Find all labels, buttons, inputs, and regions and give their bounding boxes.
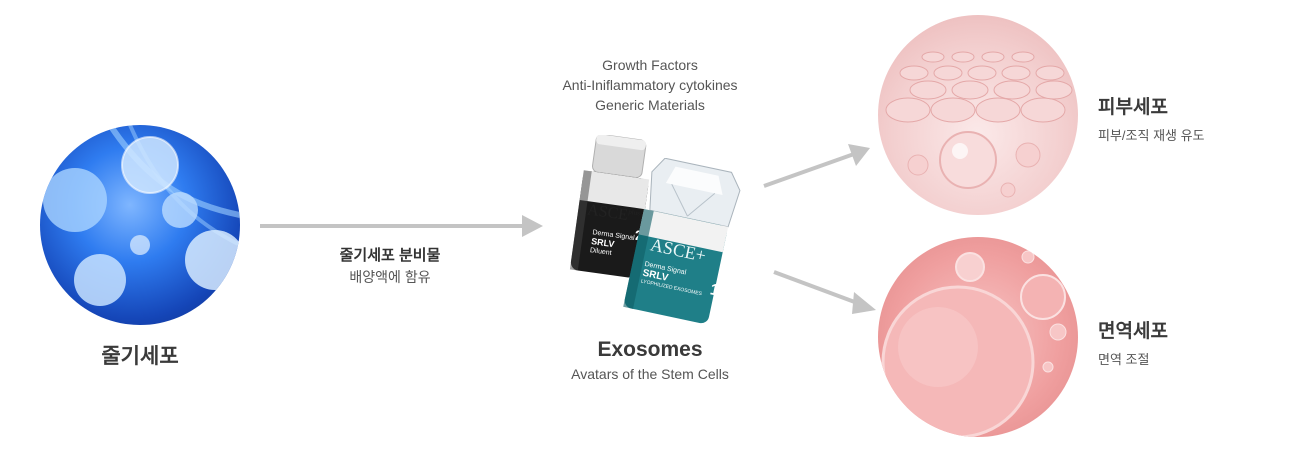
exosomes-caption: Exosomes Avatars of the Stem Cells bbox=[540, 338, 760, 382]
factor-growth: Growth Factors bbox=[602, 57, 698, 73]
factors-list: Growth Factors Anti-Iniflammatory cytoki… bbox=[520, 55, 780, 115]
exosomes-subtitle: Avatars of the Stem Cells bbox=[571, 366, 729, 382]
stem-cell-label: 줄기세포 bbox=[101, 345, 179, 368]
skin-title: 피부세포 bbox=[1098, 97, 1168, 118]
immune-subtitle: 면역 조절 bbox=[1098, 352, 1150, 367]
skin-caption: 피부세포 피부/조직 재생 유도 bbox=[1098, 92, 1205, 144]
immune-title: 면역세포 bbox=[1098, 321, 1168, 342]
middle-arrow-title: 줄기세포 분비물 bbox=[339, 247, 441, 264]
exosomes-title: Exosomes bbox=[597, 338, 703, 361]
arrow-to-skin bbox=[762, 142, 872, 192]
skin-cell-image bbox=[878, 15, 1078, 215]
vial-exosomes: ASCE+ Derma Signal SRLV LYOPHILIZED EXOS… bbox=[620, 158, 748, 326]
middle-arrow-subtitle: 배양액에 함유 bbox=[349, 269, 431, 285]
factor-genetic: Generic Materials bbox=[595, 97, 705, 113]
skin-subtitle: 피부/조직 재생 유도 bbox=[1098, 128, 1205, 143]
middle-arrow-caption: 줄기세포 분비물 배양액에 함유 bbox=[300, 244, 480, 287]
immune-cell-image bbox=[878, 237, 1078, 437]
factor-cytokines: Anti-Iniflammatory cytokines bbox=[562, 77, 738, 93]
arrow-to-immune bbox=[772, 268, 880, 318]
arrow-stem-to-exosomes bbox=[260, 212, 545, 240]
stem-cell-image bbox=[40, 125, 240, 325]
immune-caption: 면역세포 면역 조절 bbox=[1098, 316, 1168, 368]
